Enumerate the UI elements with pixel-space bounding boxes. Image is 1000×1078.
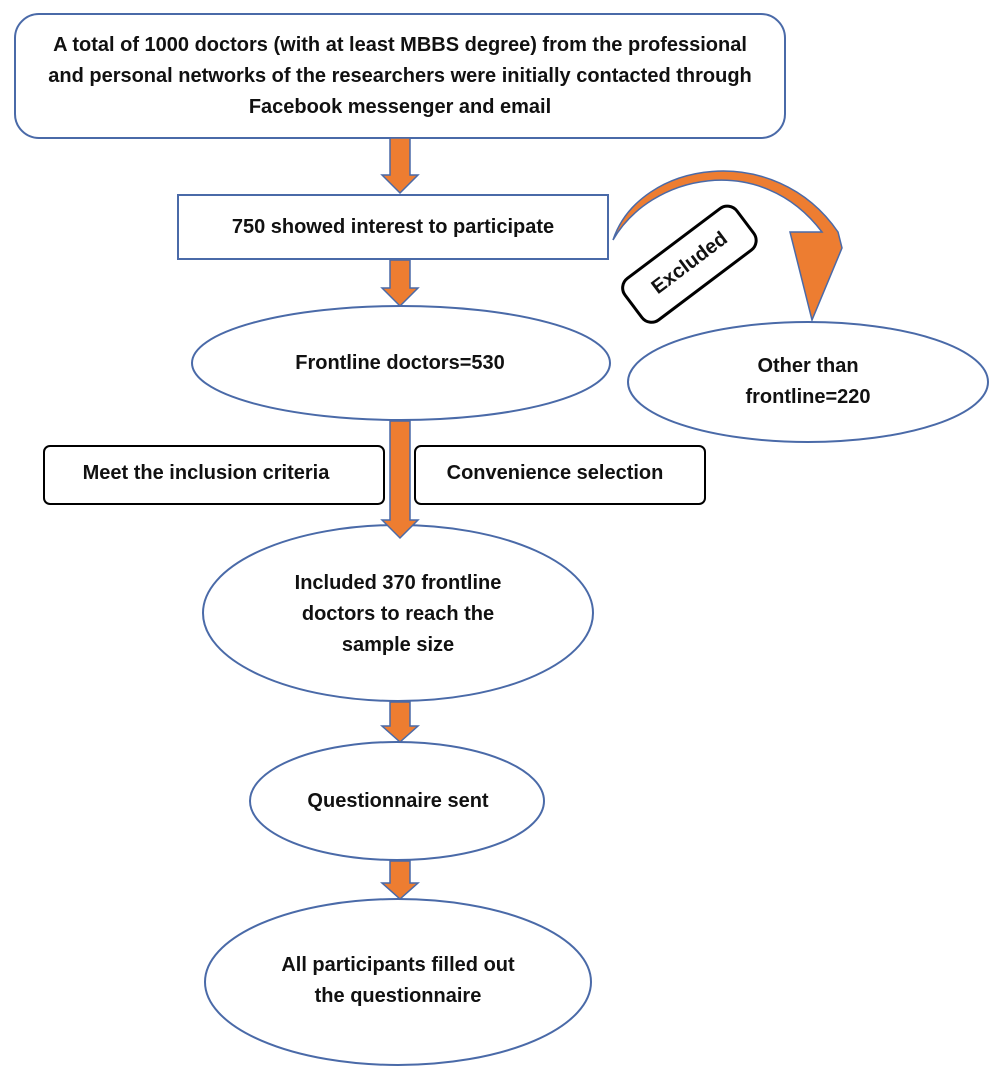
arrow-3 [380,420,420,540]
all-filled-ellipse [204,898,592,1066]
convenience-selection-text: Convenience selection [446,461,664,484]
inclusion-criteria-text: Meet the inclusion criteria [82,461,330,484]
initial-contact-text: A total of 1000 doctors (with at least M… [48,33,752,118]
showed-interest-box [177,194,609,260]
other-than-frontline-ellipse [627,321,989,443]
all-filled-text: All participants filled out the question… [281,954,515,1007]
arrow-5 [380,860,420,901]
arrow-4 [380,701,420,744]
frontline-text: Frontline doctors=530 [295,351,505,374]
questionnaire-sent-ellipse [249,741,545,861]
arrow-2 [380,259,420,308]
questionnaire-sent-text: Questionnaire sent [307,789,489,812]
excluded-curved-arrow [612,170,843,323]
convenience-selection-box [414,445,706,505]
inclusion-criteria-box [43,445,385,505]
included-text: Included 370 frontline doctors to reach … [294,571,502,656]
showed-interest-text: 750 showed interest to participate [231,215,555,238]
other-than-frontline-text: Other than frontline=220 [745,355,871,408]
arrow-1 [380,137,420,195]
excluded-label-box [621,204,758,324]
